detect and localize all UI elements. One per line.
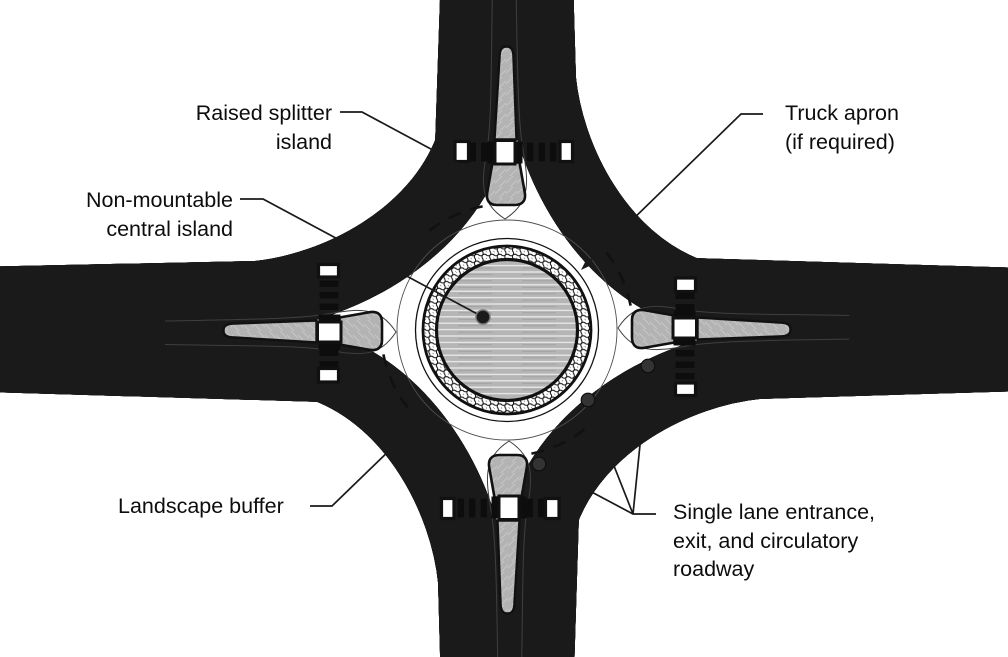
leader-arrowheads	[390, 165, 594, 450]
label-non-mountable-central-island: Non-mountable central island	[85, 188, 233, 241]
leader-dots	[475, 309, 656, 472]
dot-entrance-lane	[531, 456, 547, 472]
central-island-assembly	[396, 219, 618, 441]
leader-truck-apron	[589, 113, 763, 262]
leader-central-island	[240, 198, 484, 318]
dot-central-island	[475, 309, 491, 325]
dot-exit-lane	[640, 358, 656, 374]
arrowhead-truck-apron	[581, 257, 594, 270]
label-raised-splitter-island: Raised splitter island	[195, 101, 332, 154]
label-single-lane: Single lane entrance, exit, and circulat…	[673, 500, 876, 581]
label-truck-apron: Truck apron (if required)	[785, 101, 899, 154]
circulatory-inner-edge-line	[396, 219, 618, 441]
leaders	[240, 111, 763, 515]
arrowhead-landscape-buffer	[390, 437, 403, 450]
leader-raised-splitter-island	[340, 111, 471, 171]
label-landscape-buffer: Landscape buffer	[118, 494, 284, 518]
arrowhead-raised-splitter	[466, 165, 481, 176]
leader-landscape-buffer	[310, 445, 395, 507]
circulatory-roadway-dashed-edge	[380, 203, 634, 457]
central-island	[434, 257, 580, 403]
dot-circulatory-roadway	[580, 392, 596, 408]
leader-single-lane	[538, 365, 656, 515]
